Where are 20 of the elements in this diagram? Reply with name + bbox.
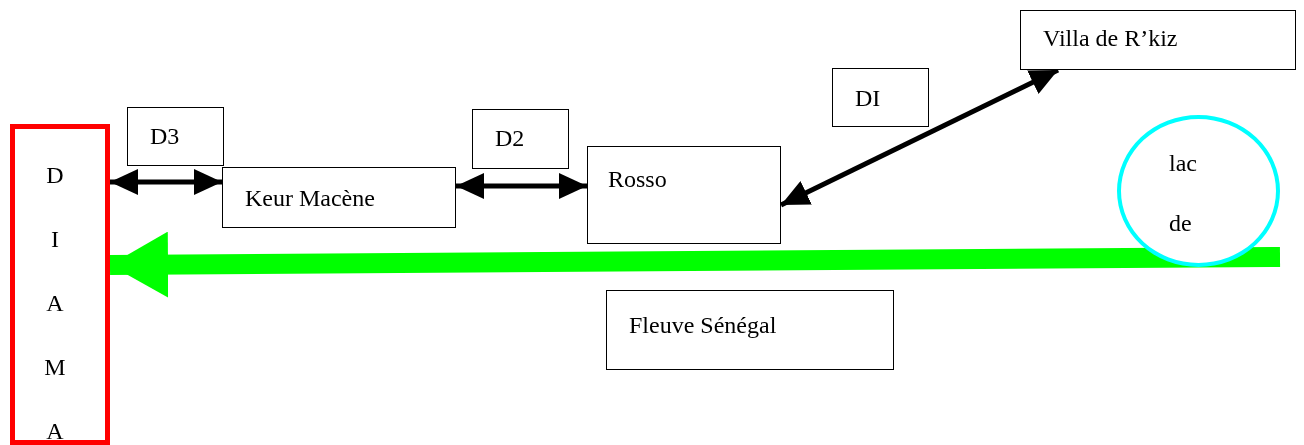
town-box [222,167,456,228]
node-label: D2 [495,124,525,152]
distance-box [832,68,929,127]
node-label: D3 [150,122,180,150]
river-label-box [606,290,894,370]
node-label: Rosso [608,165,667,193]
distance-box [472,109,569,169]
node-label: Keur Macène [245,184,375,212]
dam-box [10,124,110,445]
node-label: Fleuve Sénégal [629,311,777,339]
river-arrow [109,231,1281,298]
node-label: lac de [1169,149,1198,238]
node-label: D I A M A [43,161,67,445]
node-label: DI [855,84,881,112]
double-arrow [456,173,587,199]
node-label: Villa de R’kiz [1043,24,1178,52]
town-box [1020,10,1296,70]
town-box [587,146,781,244]
double-arrow [110,169,222,195]
distance-box [127,107,224,166]
